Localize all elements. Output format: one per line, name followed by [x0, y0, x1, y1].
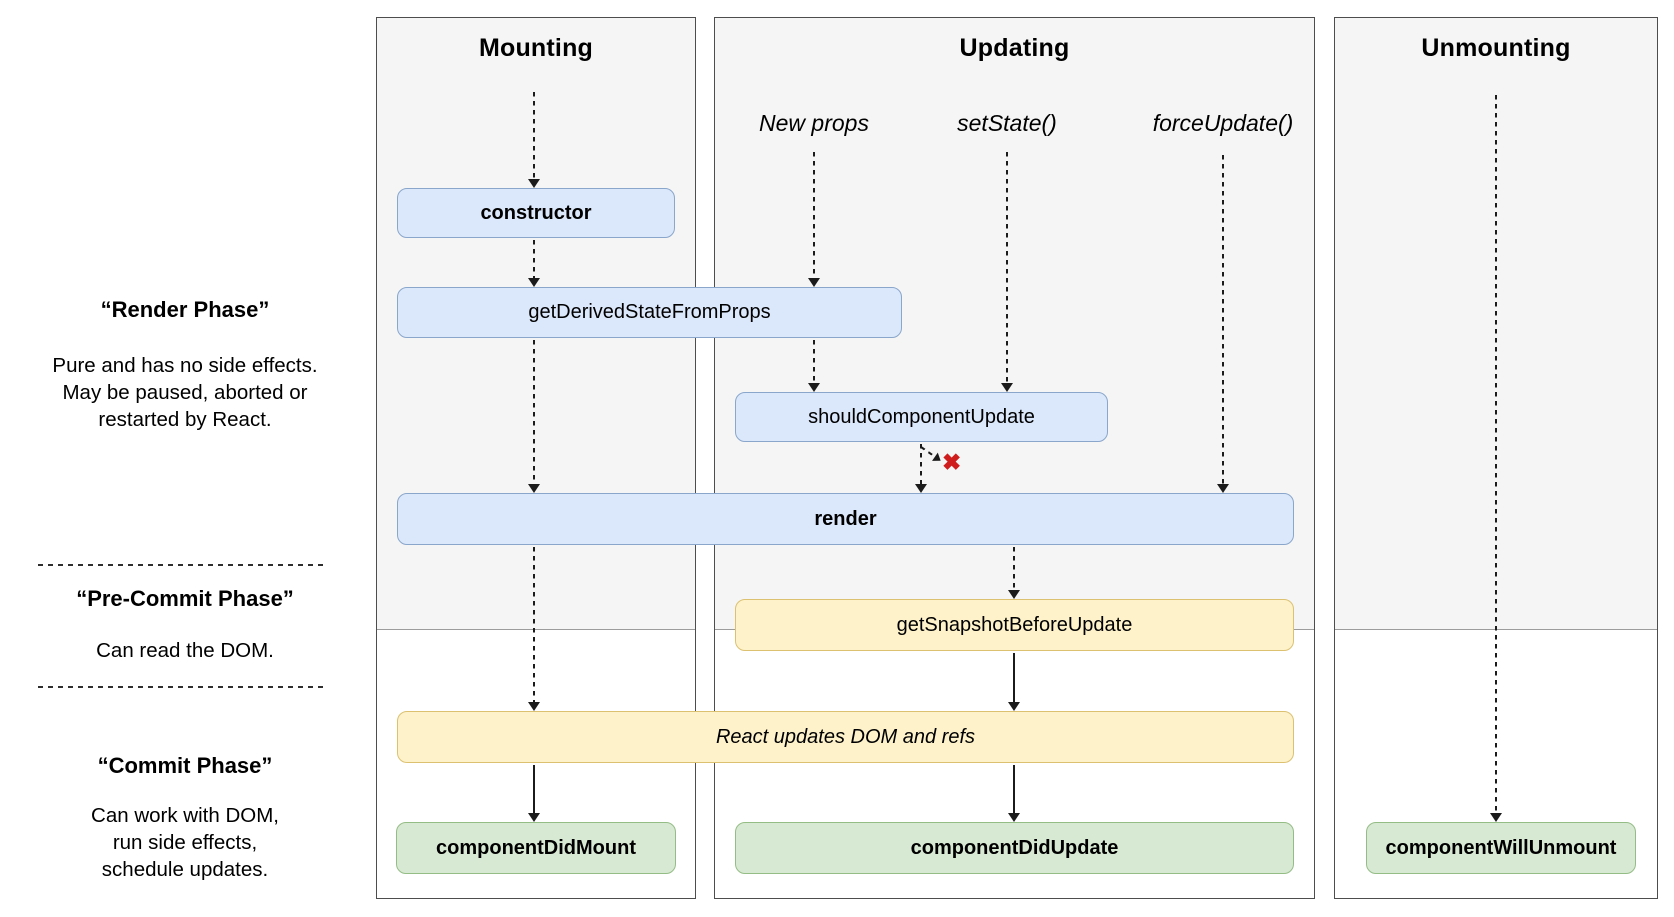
arrow-force-update-to-render	[1216, 155, 1230, 493]
pre-commit-phase-title: “Pre-Commit Phase”	[76, 586, 294, 611]
unmounting-title: Unmounting	[1421, 34, 1571, 62]
arrow-snapshot-to-dom-update	[1007, 653, 1021, 711]
arrow-dom-update-to-cdu	[1007, 765, 1021, 822]
mounting-title: Mounting	[478, 34, 594, 62]
arrow-scu-to-render	[914, 444, 928, 493]
node-component-will-unmount[interactable]: componentWillUnmount	[1366, 822, 1636, 874]
arrow-gdsfp-to-scu	[807, 340, 821, 392]
arrow-dom-update-to-cdm	[527, 765, 541, 822]
arrow-set-state-to-scu	[1000, 152, 1014, 392]
trigger-set-state: setState()	[957, 110, 1057, 136]
text-line: Can read the DOM.	[96, 639, 274, 662]
node-component-did-mount[interactable]: componentDidMount	[396, 822, 676, 874]
node-component-did-update[interactable]: componentDidUpdate	[735, 822, 1294, 874]
text-line: restarted by React.	[98, 408, 272, 431]
phase-divider-top	[38, 564, 325, 566]
text-line: schedule updates.	[101, 858, 269, 881]
text-line: May be paused, aborted or	[62, 381, 308, 404]
stop-x-icon: ✖	[942, 449, 962, 475]
node-render[interactable]: render	[397, 493, 1294, 545]
text-line: Pure and has no side effects.	[52, 354, 318, 377]
render-phase-desc: Pure and has no side effects. May be pau…	[35, 352, 335, 433]
node-get-snapshot-before-update[interactable]: getSnapshotBeforeUpdate	[735, 599, 1294, 651]
arrow-new-props-to-gdsfp	[807, 152, 821, 287]
trigger-force-update: forceUpdate()	[1152, 110, 1294, 136]
node-get-derived-state-from-props[interactable]: getDerivedStateFromProps	[397, 287, 902, 338]
phase-divider-bottom	[38, 686, 325, 688]
node-constructor[interactable]: constructor	[397, 188, 675, 238]
pre-commit-phase-desc: Can read the DOM.	[35, 637, 335, 664]
commit-phase-title: “Commit Phase”	[97, 753, 273, 778]
arrow-render-to-snapshot	[1007, 547, 1021, 599]
commit-phase-desc: Can work with DOM, run side effects, sch…	[35, 802, 335, 883]
updating-title: Updating	[959, 34, 1070, 62]
render-phase-title: “Render Phase”	[100, 297, 270, 322]
arrow-unmounting-to-cwu	[1489, 95, 1503, 822]
trigger-new-props: New props	[759, 110, 869, 136]
arrow-constructor-to-gdsfp	[527, 240, 541, 287]
arrow-mounting-to-constructor	[527, 92, 541, 188]
node-should-component-update[interactable]: shouldComponentUpdate	[735, 392, 1108, 442]
arrow-gdsfp-to-render-mounting	[527, 340, 541, 493]
arrow-render-to-dom-update-mounting	[527, 547, 541, 711]
text-line: Can work with DOM,	[91, 804, 279, 827]
text-line: run side effects,	[112, 831, 258, 854]
node-react-updates-dom: React updates DOM and refs	[397, 711, 1294, 763]
